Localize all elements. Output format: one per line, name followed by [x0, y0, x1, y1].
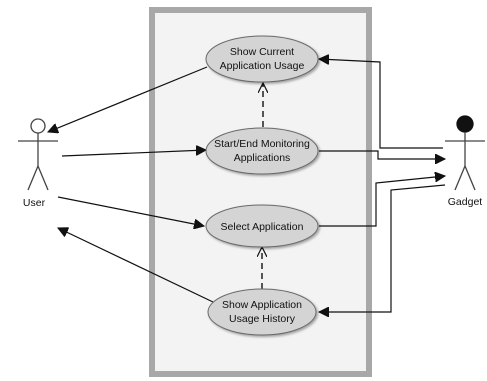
actor-user-left-leg	[27, 165, 39, 191]
actor-gadget-head	[456, 115, 474, 133]
actor-gadget-right-leg	[464, 165, 476, 191]
assoc-start-end-to-gadget	[319, 150, 445, 159]
use-case-start-end-line2: Applications	[234, 152, 291, 164]
actor-gadget-label: Gadget	[448, 196, 483, 208]
assoc-gadget-to-show-current	[319, 59, 443, 149]
dependencies	[262, 83, 263, 289]
use-case-start-end[interactable]	[205, 127, 319, 175]
actor-gadget[interactable]	[445, 115, 485, 191]
use-case-show-current-line2: Application Usage	[220, 60, 305, 72]
assoc-show-current-to-user	[48, 66, 208, 132]
use-case-show-history-line1: Show Application	[222, 299, 302, 311]
use-case-show-history[interactable]	[207, 288, 317, 336]
use-case-show-current-line1: Show Current	[230, 46, 294, 58]
assoc-select-app-to-gadget	[319, 176, 445, 227]
use-case-show-history-line2: Usage History	[229, 313, 296, 325]
assoc-gadget-to-show-history	[319, 184, 446, 312]
use-case-start-end-line1: Start/End Monitoring	[214, 138, 310, 150]
assoc-user-to-select-app	[57, 196, 204, 226]
use-case-show-current[interactable]	[205, 35, 319, 83]
associations	[48, 59, 445, 312]
use-case-select-app[interactable]	[205, 204, 319, 248]
use-case-select-app-label: Select Application	[221, 221, 304, 233]
actor-user-label: User	[23, 197, 46, 209]
assoc-show-history-to-user	[58, 228, 214, 303]
actor-user-right-leg	[37, 165, 49, 191]
actor-user[interactable]	[18, 118, 58, 191]
actor-user-head	[30, 118, 46, 134]
assoc-user-to-start-end	[61, 150, 206, 157]
actor-gadget-left-leg	[454, 165, 466, 191]
